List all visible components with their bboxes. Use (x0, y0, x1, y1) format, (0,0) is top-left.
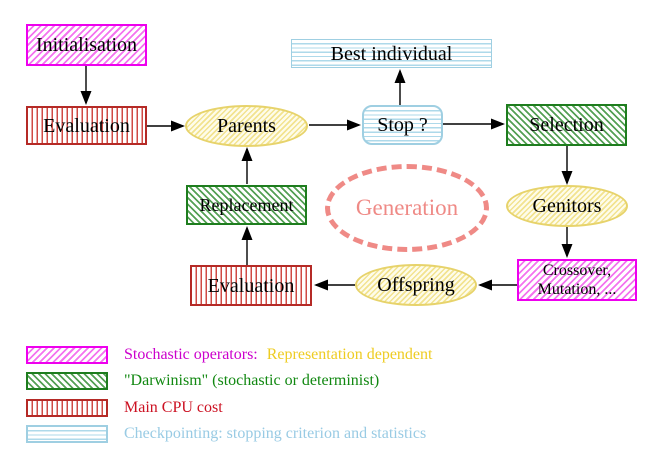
legend-label-checkpointing: Checkpointing: stopping criterion and st… (124, 425, 427, 442)
crossover-line2: Mutation, ... (537, 281, 617, 298)
legend-label-darwinism: "Darwinism" (stochastic or determinist) (124, 372, 380, 389)
node-evaluation-top: Evaluation (26, 106, 147, 145)
node-replacement: Replacement (186, 185, 307, 225)
node-stop: Stop ? (362, 105, 443, 145)
legend-label-main-cpu-cost: Main CPU cost (124, 399, 223, 416)
node-offspring: Offspring (355, 264, 477, 306)
legend-row-main-cpu-cost: Main CPU cost (26, 398, 223, 418)
legend-swatch-magenta-hatch (26, 346, 108, 364)
legend-swatch-cyan-stripes (26, 425, 108, 443)
legend-row-checkpointing: Checkpointing: stopping criterion and st… (26, 424, 426, 444)
legend-swatch-green-hatch (26, 372, 108, 390)
node-generation: Generation (325, 164, 489, 252)
legend-label-stochastic-operators: Stochastic operators: (124, 346, 258, 363)
legend-label-representation-dependent: Representation dependent (266, 346, 433, 363)
node-initialisation: Initialisation (26, 24, 147, 66)
node-parents: Parents (185, 105, 308, 147)
node-best-individual: Best individual (291, 39, 492, 68)
legend-row-darwinism: "Darwinism" (stochastic or determinist) (26, 371, 379, 391)
legend-row-stochastic-operators: Stochastic operators: Representation dep… (26, 345, 432, 365)
node-genitors: Genitors (506, 185, 628, 227)
node-selection: Selection (506, 104, 627, 146)
node-crossover-mutation: Crossover, Mutation, ... (517, 259, 637, 301)
legend-swatch-red-stripes (26, 399, 108, 417)
node-evaluation-bottom: Evaluation (190, 265, 312, 306)
crossover-line1: Crossover, (542, 261, 612, 279)
